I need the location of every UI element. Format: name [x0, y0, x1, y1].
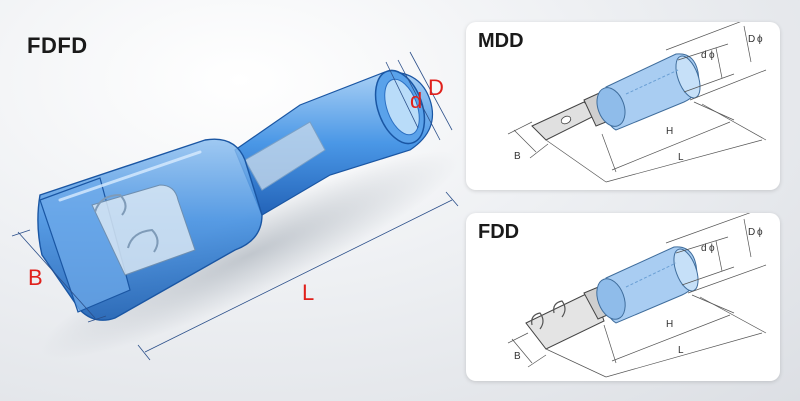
fdd-dimension-lines: [507, 213, 767, 378]
fdd-label-L: L: [678, 345, 684, 356]
fdd-label-B: B: [514, 351, 521, 362]
mdd-label-D: D: [748, 34, 755, 45]
metal-receptacle: [91, 184, 196, 276]
fdfd-title: FDFD: [27, 33, 88, 58]
sleeve-stitch: [625, 69, 679, 95]
receptacle-curl-left: [531, 312, 544, 330]
fdd-label-D-phi: ϕ: [757, 227, 763, 238]
blade-hole: [560, 115, 572, 125]
fdd-label-D: D: [748, 227, 755, 238]
fdd-card: D ϕ d ϕ H L B FDD: [466, 213, 780, 381]
metal-barrel: [244, 121, 326, 191]
mdd-label-d-phi: ϕ: [709, 50, 715, 61]
mdd-connector-drawing: D ϕ d ϕ H L B: [507, 22, 767, 183]
dim-label-d: d: [410, 88, 422, 113]
mdd-label-d: d: [701, 50, 707, 61]
mdd-card: D ϕ d ϕ H L B MDD: [466, 22, 780, 190]
receptacle-curl-top: [94, 193, 127, 216]
receptacle-curl-right: [553, 300, 566, 318]
mdd-label-H: H: [666, 126, 673, 137]
dimension-lines: [11, 51, 459, 361]
dim-label-B: B: [28, 265, 43, 290]
sleeve-collar: [596, 278, 626, 320]
mdd-label-B: B: [514, 151, 521, 162]
fdd-title: FDD: [478, 221, 520, 243]
fdd-label-H: H: [666, 319, 673, 330]
sleeve-collar: [596, 87, 626, 127]
sleeve-stitch: [625, 262, 677, 288]
mdd-label-D-phi: ϕ: [757, 34, 763, 45]
receptacle-curl-bottom: [127, 228, 159, 253]
dim-label-L: L: [302, 280, 314, 305]
mdd-title: MDD: [478, 30, 524, 52]
dim-label-D: D: [428, 75, 444, 100]
fdfd-connector-drawing: D d B L: [11, 51, 460, 361]
tube-inner: [384, 78, 420, 136]
mdd-dimension-lines: [507, 22, 767, 183]
fdd-label-d-phi: ϕ: [709, 243, 715, 254]
fdd-connector-drawing: D ϕ d ϕ H L B: [507, 213, 767, 378]
mdd-label-L: L: [678, 152, 684, 163]
fdd-label-d: d: [701, 243, 707, 254]
housing-highlight: [58, 150, 202, 202]
ground-shadow: [40, 151, 460, 359]
